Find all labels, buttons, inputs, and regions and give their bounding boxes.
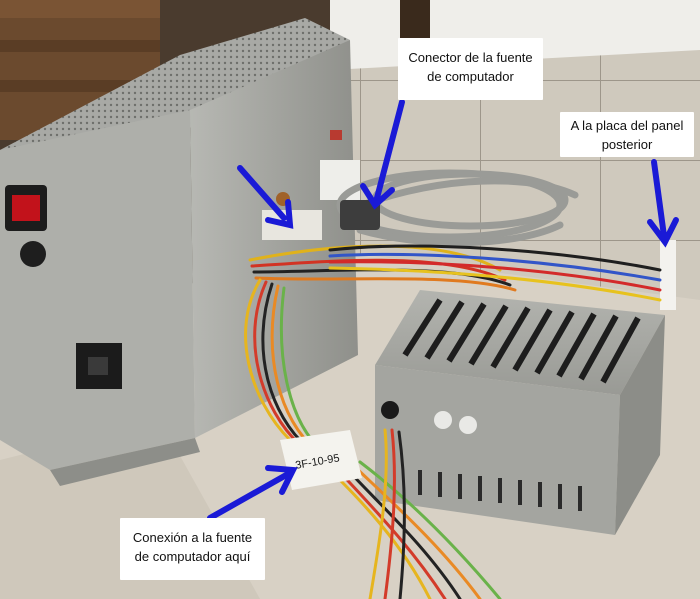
atx-connector bbox=[660, 240, 676, 310]
cert-sticker-icon bbox=[459, 416, 477, 434]
arrow-to-connection bbox=[207, 465, 298, 521]
metal-enclosure bbox=[0, 18, 360, 486]
molex-connector: 3F-10-95 bbox=[280, 430, 362, 490]
fuse-holder-icon bbox=[20, 241, 46, 267]
callout-line: posterior bbox=[601, 137, 653, 152]
cert-sticker-icon bbox=[434, 411, 452, 429]
callout-line: Conector de la fuente bbox=[408, 50, 533, 65]
rear-connector-panel bbox=[320, 160, 360, 200]
computer-power-supply bbox=[375, 240, 676, 535]
callout-line: de computador bbox=[427, 69, 514, 84]
callout-power-supply-connector: Conector de la fuente de computador bbox=[398, 38, 543, 100]
callout-line: A la placa del panel bbox=[570, 118, 684, 133]
power-switch-icon bbox=[12, 195, 40, 221]
callout-line: de computador aquí bbox=[134, 549, 251, 564]
arrow-to-molex-sockets bbox=[237, 165, 294, 229]
wire-harness bbox=[244, 244, 662, 599]
annotation-arrows bbox=[207, 99, 679, 521]
callout-back-panel-board: A la placa del panel posterior bbox=[560, 112, 694, 157]
callout-connection-here: Conexión a la fuente de computador aquí bbox=[120, 518, 265, 580]
arrow-to-backplate bbox=[647, 159, 679, 248]
callout-line: Conexión a la fuente bbox=[132, 530, 253, 545]
cable-grommet-icon bbox=[381, 401, 399, 419]
arrow-to-connector bbox=[360, 99, 405, 210]
